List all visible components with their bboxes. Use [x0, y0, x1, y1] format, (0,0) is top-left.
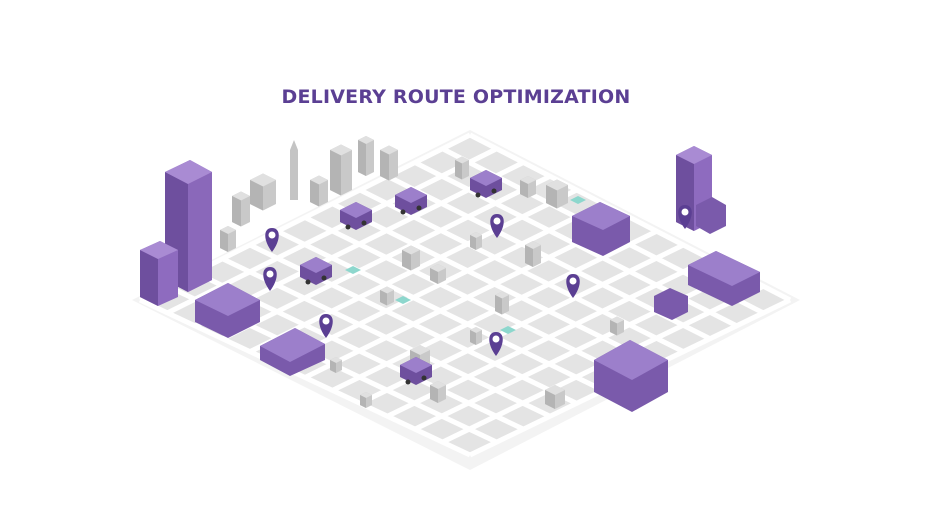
grey-building: [545, 385, 565, 409]
warehouse-left: [195, 283, 260, 338]
location-pins: [263, 205, 692, 356]
grey-building: [360, 392, 372, 408]
grey-building: [220, 226, 236, 252]
grey-building: [470, 327, 482, 345]
small-shop-right: [654, 288, 688, 320]
location-pin-icon: [566, 274, 580, 298]
distribution-center: [572, 202, 630, 256]
location-pin-icon: [319, 314, 333, 338]
grey-building: [380, 286, 394, 306]
warehouse-right: [688, 251, 760, 306]
delivery-van-icon: [400, 357, 432, 385]
location-pin-icon: [678, 205, 692, 229]
teal-plot: [345, 266, 361, 274]
grey-building: [520, 176, 536, 198]
grey-building: [310, 175, 328, 207]
teal-plot: [570, 196, 586, 204]
grey-building: [495, 291, 509, 315]
grey-building: [380, 145, 398, 181]
grey-building: [610, 316, 624, 336]
delivery-vans: [300, 170, 502, 385]
grey-building: [330, 357, 342, 373]
spire-tower: [290, 140, 298, 200]
grey-building: [250, 173, 276, 211]
teal-plot: [395, 296, 411, 304]
teal-plot: [500, 326, 516, 334]
warehouse-icon: [260, 328, 325, 376]
grey-building: [546, 179, 568, 209]
factory-building: [594, 340, 668, 412]
location-pin-icon: [489, 332, 503, 356]
grey-building: [330, 144, 352, 196]
delivery-van-icon: [470, 170, 502, 198]
delivery-van-icon: [300, 257, 332, 285]
grey-building: [470, 232, 482, 250]
page-title: DELIVERY ROUTE OPTIMIZATION: [281, 86, 631, 108]
skyscraper-left-small: [140, 241, 178, 306]
grey-building: [430, 381, 446, 403]
delivery-van-icon: [340, 202, 372, 230]
grey-building: [402, 245, 420, 271]
grey-building: [455, 156, 469, 180]
grey-building: [430, 264, 446, 284]
grey-building: [232, 191, 250, 227]
location-pin-icon: [263, 267, 277, 291]
grey-building: [358, 136, 374, 176]
delivery-van-icon: [395, 187, 427, 215]
location-pin-icon: [490, 214, 504, 238]
grey-building: [525, 241, 541, 267]
location-pin-icon: [265, 228, 279, 252]
